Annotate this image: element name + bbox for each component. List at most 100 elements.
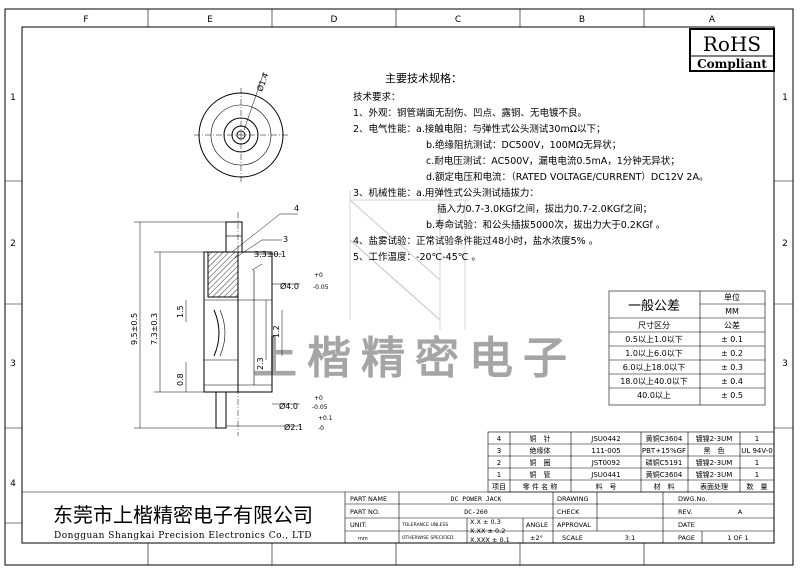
tb-page: 1 OF 1 bbox=[727, 534, 748, 542]
bom-h-finish: 表面处理 bbox=[700, 482, 728, 491]
tb-dwg-label: DWG.No. bbox=[678, 495, 707, 503]
callout-4: 4 bbox=[294, 204, 299, 213]
zone-row-left-1: 1 bbox=[10, 93, 16, 103]
tb-part-name-label: PART NAME bbox=[350, 495, 387, 503]
bom-r3-no: 2 bbox=[497, 459, 501, 467]
spec-line-4: c.耐电压测试：AC500V，漏电电流0.5mA，1分钟无异状； bbox=[426, 155, 680, 167]
bom-r2-name: 绝缘体 bbox=[530, 446, 551, 455]
bom-r3-finish: 镀镍2-3UM bbox=[696, 458, 733, 467]
tolerance-unit-label: 单位 bbox=[724, 292, 740, 302]
spec-notes: 主要技术规格： 技术要求： 1、外观：铜管端面无刮伤、凹点、露铜、无电镀不良。 … bbox=[353, 71, 708, 263]
company-block: 东莞市上楷精密电子有限公司 Dongguan Shangkai Precisio… bbox=[53, 503, 313, 541]
dim-h15: 1.5 bbox=[176, 305, 185, 318]
spec-line-6: 3、机械性能：a.用弹性式公头测试插拔力： bbox=[353, 187, 539, 199]
tb-unit-label: UNIT: bbox=[350, 521, 367, 529]
section-view bbox=[134, 212, 300, 436]
spec-line-0: 技术要求： bbox=[353, 91, 401, 103]
compliant-text: Compliant bbox=[697, 57, 767, 71]
outer-frame bbox=[4, 8, 794, 566]
tolerance-range-4: 18.0以上40.0以下 bbox=[620, 377, 688, 386]
bom-r4-mat: 黄铜C3604 bbox=[646, 470, 683, 479]
tb-angle: ±2° bbox=[530, 534, 543, 542]
bom-r2-finish: 黑 色 bbox=[704, 446, 725, 455]
tolerance-unit: MM bbox=[725, 307, 739, 316]
tolerance-value-1: ± 0.1 bbox=[721, 335, 743, 344]
callout-3: 3 bbox=[283, 235, 288, 244]
tolerance-value-4: ± 0.4 bbox=[721, 377, 743, 386]
spec-line-1: 1、外观：铜管端面无刮伤、凹点、露铜、无电镀不良。 bbox=[353, 107, 587, 119]
tolerance-title: 一般公差 bbox=[628, 298, 680, 314]
title-block bbox=[22, 491, 774, 543]
spec-line-9: 4、盐雾试验：正常试验条件能过48小时，盐水浓度5% 。 bbox=[353, 235, 598, 247]
tolerance-range-3: 6.0以上18.0以下 bbox=[623, 363, 686, 372]
tolerance-col2: 公差 bbox=[724, 320, 740, 330]
tb-tol-label-2: OTHERWISE SPECIFIED bbox=[402, 535, 454, 541]
dim-h08: 0.8 bbox=[176, 373, 185, 386]
tb-part-name: DC POWER JACK bbox=[451, 495, 502, 503]
tb-scale: 3:1 bbox=[625, 534, 635, 542]
tolerance-value-2: ± 0.2 bbox=[721, 349, 743, 358]
zone-col-top-b: B bbox=[579, 15, 585, 25]
dim-h73: 7.3±0.3 bbox=[150, 313, 159, 345]
zone-col-top-f: F bbox=[83, 15, 88, 25]
watermark-text: 上楷精密电子 bbox=[253, 333, 577, 384]
zone-row-left-3: 3 bbox=[10, 359, 16, 369]
tb-drawing-label: DRAWING bbox=[557, 495, 589, 503]
inner-frame bbox=[21, 26, 775, 544]
bom-r1-qty: 1 bbox=[755, 435, 759, 443]
bom-r2-mat: PBT+15%GF bbox=[642, 447, 686, 455]
tolerance-value-5: ± 0.5 bbox=[721, 391, 743, 400]
dim-h95: 9.5±0.5 bbox=[130, 313, 139, 345]
tb-tol-3: X.XXX ± 0.1 bbox=[470, 536, 510, 544]
tolerance-table bbox=[608, 290, 766, 406]
zone-row-left-4: 4 bbox=[10, 479, 16, 489]
bom-h-no: 项目 bbox=[492, 483, 506, 491]
dim-d21-tol-dn: -0 bbox=[318, 425, 324, 432]
dim-d40: Ø4.0 bbox=[280, 281, 299, 291]
dim-d21: Ø2.1 bbox=[284, 422, 303, 432]
tolerance-value-3: ± 0.3 bbox=[721, 363, 743, 372]
bom-r1-code: JSU0442 bbox=[590, 435, 620, 443]
dim-d21-tol-up: +0.1 bbox=[318, 415, 333, 422]
spec-line-10: 5、工作温度：-20℃-45℃ 。 bbox=[353, 251, 481, 263]
zone-row-right-1: 1 bbox=[782, 93, 788, 103]
dim-d40b-tol-up: +0 bbox=[314, 395, 323, 402]
spec-line-5: d.额定电压和电流：（RATED VOLTAGE/CURRENT）DC12V 2… bbox=[426, 171, 708, 183]
tb-tol-label-1: TOLERANCE UNLESS bbox=[401, 522, 448, 528]
bom-r2-code: 111-005 bbox=[591, 447, 620, 455]
tolerance-range-1: 0.5以上1.0以下 bbox=[625, 335, 682, 344]
bom-r4-qty: 1 bbox=[755, 471, 759, 479]
tb-part-no-label: PART NO. bbox=[350, 508, 380, 516]
dim-d40-tol-dn: -0.05 bbox=[313, 284, 329, 291]
bom-h-mat: 材 料 bbox=[654, 482, 675, 491]
bom-r2-no: 3 bbox=[497, 447, 501, 455]
spec-line-2: 2、电气性能：a.接触电阻：与弹性式公头测试30mΩ以下； bbox=[353, 123, 606, 135]
bom-r1-finish: 镀镍2-3UM bbox=[696, 434, 733, 443]
spec-line-7: 插入力0.7-3.0KGf之间，拔出力0.7-2.0KGf之间； bbox=[437, 203, 652, 215]
tb-rev: A bbox=[738, 508, 743, 516]
bom-r3-name: 铜 圈 bbox=[530, 458, 551, 467]
zone-col-top-d: D bbox=[331, 15, 338, 25]
tb-angle-label: ANGLE bbox=[526, 521, 548, 529]
tb-rev-label: REV. bbox=[678, 508, 692, 516]
dim-d40b-tol-dn: -0.05 bbox=[312, 404, 328, 411]
bom-h-qty: 数 量 bbox=[747, 482, 768, 491]
bom-r4-no: 1 bbox=[497, 471, 501, 479]
tb-approval-label: APPROVAL bbox=[557, 521, 591, 529]
tb-page-label: PAGE bbox=[678, 534, 695, 542]
dim-d14: Ø1.4 bbox=[254, 71, 270, 92]
dim-d40b: Ø4.0 bbox=[279, 401, 298, 411]
zone-col-top-e: E bbox=[207, 15, 213, 25]
bom-r1-no: 4 bbox=[497, 435, 502, 443]
zone-col-top-c: C bbox=[455, 15, 461, 25]
watermark: 上楷精密电子 bbox=[253, 190, 577, 384]
zone-col-top-a: A bbox=[709, 15, 716, 25]
tb-unit: mm bbox=[358, 536, 368, 542]
bom-r3-qty: 1 bbox=[755, 459, 759, 467]
bom-r4-finish: 镀镍2-3UM bbox=[696, 470, 733, 479]
dim-h23: 2.3 bbox=[256, 357, 265, 370]
company-name-en: Dongguan Shangkai Precision Electronics … bbox=[54, 531, 312, 541]
spec-line-8: b.寿命试验：和公头插拔5000次，拔出力大于0.2KGf 。 bbox=[426, 219, 665, 231]
